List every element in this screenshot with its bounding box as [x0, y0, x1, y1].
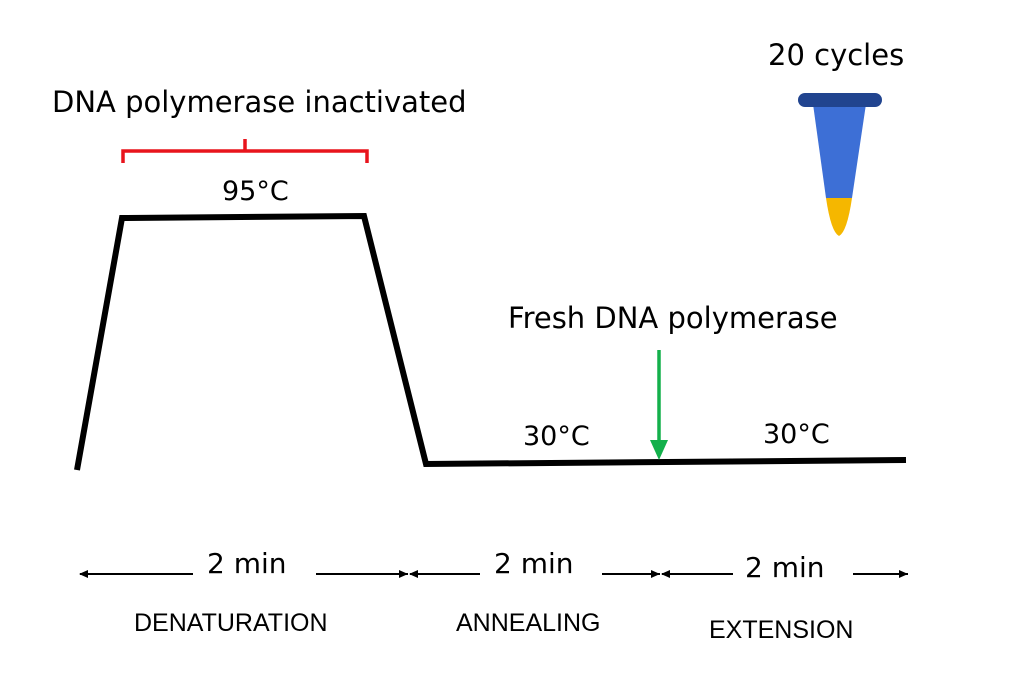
denaturation-duration: 2 min [207, 547, 287, 580]
annealing-duration: 2 min [494, 547, 574, 580]
fresh-polymerase-label: Fresh DNA polymerase [508, 301, 838, 335]
denaturation-temp: 95°C [222, 176, 289, 207]
polymerase-inactivated-label: DNA polymerase inactivated [52, 85, 467, 119]
pcr-tube-icon [798, 93, 882, 236]
denaturation-phase-label: DENATURATION [134, 609, 328, 637]
annealing-phase-label: ANNEALING [456, 609, 600, 637]
down-arrow-icon [650, 350, 668, 460]
temperature-profile-line [74, 212, 907, 471]
cycles-label: 20 cycles [768, 38, 904, 72]
bracket-icon [121, 139, 369, 163]
extension-phase-label: EXTENSION [709, 616, 853, 644]
annealing-temp: 30°C [523, 421, 590, 452]
extension-temp: 30°C [763, 419, 830, 450]
extension-duration: 2 min [745, 551, 825, 584]
